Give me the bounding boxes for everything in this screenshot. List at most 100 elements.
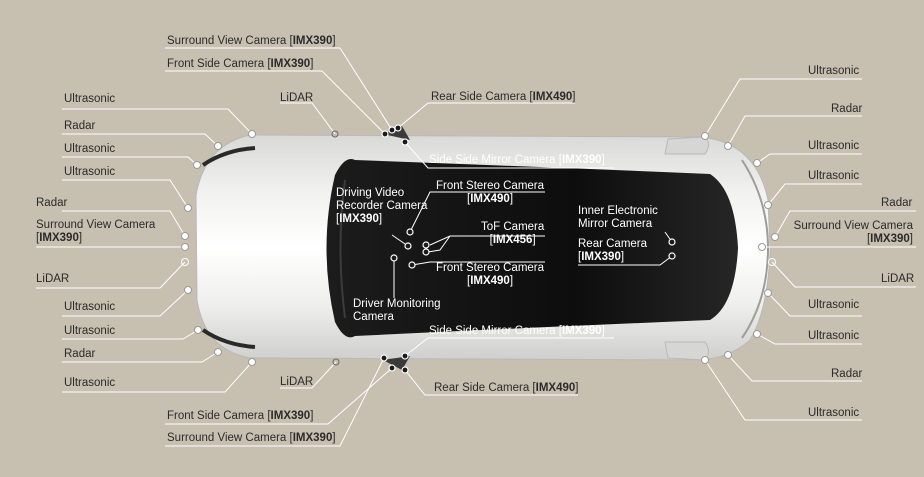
sensor-ultrasonic-rear-right-3 bbox=[764, 289, 772, 297]
leader-lines bbox=[36, 47, 916, 447]
sensor-markers bbox=[181, 130, 779, 366]
label-ultrasonic-r5: Ultrasonic bbox=[808, 330, 860, 342]
sensor-ultrasonic-front-right-2 bbox=[194, 326, 202, 334]
label-radar-r2: Radar bbox=[881, 197, 913, 209]
label-tof-camera: ToF Camera[IMX456] bbox=[481, 221, 545, 246]
leader-tof-2 bbox=[427, 235, 451, 253]
camera-markers bbox=[380, 124, 676, 374]
label-ultrasonic-r1: Ultrasonic bbox=[808, 65, 860, 77]
label-ultrasonic-l1: Ultrasonic bbox=[64, 93, 116, 105]
sensor-ultrasonic-rear-right-1 bbox=[701, 356, 709, 364]
leader-ultrasonic-l5 bbox=[62, 329, 199, 340]
leader-rear-side-bottom bbox=[404, 369, 578, 396]
leader-ultrasonic-r2 bbox=[756, 153, 862, 164]
label-surround-view-camera-top: Surround View Camera [IMX390] bbox=[167, 35, 336, 47]
camera-side-mirror-right bbox=[401, 352, 409, 360]
label-ultrasonic-l4: Ultrasonic bbox=[64, 301, 116, 313]
sensor-ultrasonic-rear-right-2 bbox=[753, 330, 761, 338]
sensor-lidar-front bbox=[181, 258, 189, 266]
label-lidar-top: LiDAR bbox=[280, 92, 314, 104]
leader-lidar-bottom bbox=[280, 361, 337, 389]
label-rear-side-camera-top: Rear Side Camera [IMX490] bbox=[431, 91, 576, 103]
sensor-radar-front-left bbox=[214, 142, 222, 150]
leader-radar-l1 bbox=[62, 133, 219, 147]
camera-front-side-right bbox=[388, 364, 396, 372]
camera-front-stereo-upper bbox=[406, 228, 414, 236]
sensor-lidar-right bbox=[332, 358, 340, 366]
sensor-ultrasonic-front-left-3 bbox=[184, 204, 192, 212]
leader-radar-l2 bbox=[62, 210, 186, 237]
sensor-radar-rear-right bbox=[724, 351, 732, 359]
label-surround-view-camera-left: Surround View Camera[IMX390] bbox=[36, 219, 156, 244]
sensor-ultrasonic-rear-left-1 bbox=[701, 132, 709, 140]
camera-tof-1 bbox=[422, 241, 430, 249]
label-ultrasonic-r6: Ultrasonic bbox=[808, 407, 860, 419]
camera-side-mirror-left bbox=[401, 138, 409, 146]
leader-ultrasonic-r6 bbox=[704, 359, 862, 421]
camera-front-stereo-lower bbox=[408, 261, 416, 269]
label-ultrasonic-r4: Ultrasonic bbox=[808, 299, 860, 311]
sensor-surround-rear bbox=[758, 243, 766, 251]
leader-ultrasonic-r5 bbox=[756, 333, 862, 345]
label-rear-side-camera-bottom: Rear Side Camera [IMX490] bbox=[434, 382, 579, 394]
leader-radar-l3 bbox=[62, 351, 219, 363]
label-radar-l3: Radar bbox=[64, 348, 96, 360]
leader-surround-top bbox=[165, 47, 393, 131]
sensor-lidar-left bbox=[331, 130, 339, 138]
camera-driver-monitoring bbox=[390, 254, 398, 262]
leader-ultrasonic-l3 bbox=[62, 179, 189, 209]
label-front-side-camera-top: Front Side Camera [IMX390] bbox=[167, 58, 314, 70]
label-ultrasonic-l2: Ultrasonic bbox=[64, 143, 116, 155]
label-side-mirror-camera-bottom: Side Side Mirror Camera [IMX390] bbox=[429, 325, 605, 337]
sensor-ultrasonic-rear-left-2 bbox=[753, 159, 761, 167]
label-ultrasonic-l5: Ultrasonic bbox=[64, 325, 116, 337]
label-ultrasonic-r2: Ultrasonic bbox=[808, 140, 860, 152]
leader-ultrasonic-r4 bbox=[767, 292, 862, 317]
leader-rear-camera bbox=[578, 255, 673, 266]
leader-ultrasonic-r3 bbox=[767, 183, 862, 206]
leader-front-stereo-top bbox=[409, 191, 545, 233]
leader-radar-r3 bbox=[727, 354, 862, 382]
sensor-lidar-rear bbox=[768, 258, 776, 266]
sensor-radar-rear-left bbox=[724, 142, 732, 150]
sensor-ultrasonic-front-right-1 bbox=[248, 358, 256, 366]
leader-ultrasonic-l6 bbox=[62, 361, 253, 393]
label-surround-view-camera-bottom: Surround View Camera [IMX390] bbox=[167, 432, 336, 444]
label-front-side-camera-bottom: Front Side Camera [IMX390] bbox=[167, 410, 314, 422]
leader-ultrasonic-l2 bbox=[62, 156, 198, 166]
label-lidar-left: LiDAR bbox=[36, 273, 70, 285]
leader-rear-side-top bbox=[397, 102, 575, 129]
sensor-radar-front bbox=[181, 232, 189, 240]
label-ultrasonic-l6: Ultrasonic bbox=[64, 377, 116, 389]
leader-radar-r1 bbox=[727, 115, 862, 147]
label-lidar-right: LiDAR bbox=[881, 273, 915, 285]
camera-tof-2 bbox=[422, 248, 430, 256]
label-ultrasonic-l3: Ultrasonic bbox=[64, 166, 116, 178]
sensor-radar-rear bbox=[771, 233, 779, 241]
label-radar-r3: Radar bbox=[831, 368, 863, 380]
leader-radar-r2 bbox=[774, 210, 916, 238]
sensor-ultrasonic-front-right-3 bbox=[184, 286, 192, 294]
leader-side-mirror-bottom bbox=[404, 337, 614, 357]
camera-inner-mirror bbox=[668, 238, 676, 246]
leader-lidar-r bbox=[771, 261, 916, 288]
sensor-ultrasonic-front-left-1 bbox=[248, 130, 256, 138]
leader-ultrasonic-r1 bbox=[704, 78, 862, 137]
sensor-radar-front-right bbox=[214, 348, 222, 356]
sensor-ultrasonic-front-left-2 bbox=[193, 161, 201, 169]
label-rear-camera: Rear Camera[IMX390] bbox=[578, 238, 648, 263]
label-front-stereo-camera-bottom: Front Stereo Camera[IMX490] bbox=[436, 262, 545, 287]
camera-surround-left bbox=[388, 126, 396, 134]
sensor-ultrasonic-rear-left-3 bbox=[764, 201, 772, 209]
label-side-mirror-camera-top: Side Side Mirror Camera [IMX390] bbox=[429, 154, 605, 166]
label-radar-r1: Radar bbox=[831, 103, 863, 115]
camera-surround-right bbox=[380, 354, 388, 362]
camera-front-side-left bbox=[381, 130, 389, 138]
leader-lidar-l bbox=[36, 261, 186, 289]
camera-rear-side-left bbox=[394, 124, 402, 132]
label-lidar-bottom: LiDAR bbox=[280, 376, 314, 388]
